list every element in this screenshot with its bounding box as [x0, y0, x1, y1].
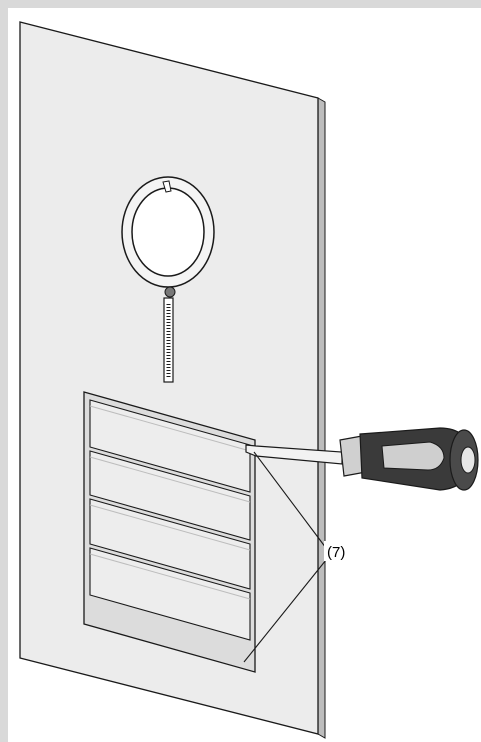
slat-2 [89, 450, 251, 541]
circular-mirror-icon [121, 176, 215, 298]
slatted-module [83, 391, 256, 673]
callout-leader-bottom [243, 559, 327, 663]
screwdriver-icon [245, 427, 479, 491]
slat-3 [89, 498, 251, 590]
callout-leader-top [253, 451, 327, 549]
callout-label-bg [324, 541, 356, 561]
callout-label: (7) [327, 544, 345, 561]
panel-side-edge [317, 97, 326, 739]
slat-4 [89, 547, 251, 641]
slat-1 [89, 399, 251, 493]
hinge-strip-icon [163, 297, 174, 383]
